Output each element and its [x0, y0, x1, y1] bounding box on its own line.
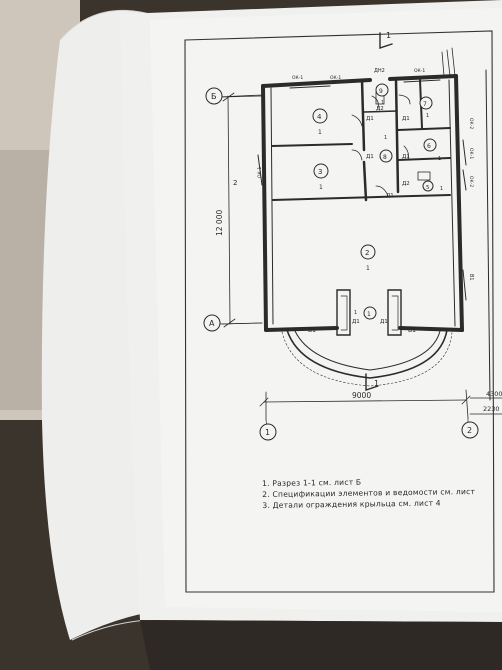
room-type: 1	[426, 113, 429, 119]
room-type: 1	[440, 186, 443, 192]
partition-1	[271, 143, 353, 147]
window-label: ДН2	[374, 68, 385, 74]
dim-vertical: 12 000	[215, 210, 224, 236]
window-label: ОК-1	[414, 68, 425, 74]
section-mark-bottom: 1	[374, 379, 379, 388]
dim-horizontal: 9000	[352, 391, 371, 400]
partition-2	[272, 194, 451, 201]
axis-bottom-label: А	[209, 319, 215, 328]
room-type: 1	[354, 310, 357, 316]
room-type: 1	[384, 135, 387, 141]
partition-3	[360, 78, 368, 202]
door-label: Д1	[352, 319, 360, 325]
door-label: Д1	[402, 154, 410, 160]
adjacent-dim	[469, 397, 502, 415]
dim-right-top: 4300	[486, 390, 502, 398]
door-label: Д1	[402, 116, 410, 122]
window-label: В1	[308, 327, 316, 334]
axis-leader	[221, 95, 469, 428]
window-label: ОК-1	[468, 148, 474, 159]
wall-right-inner	[448, 79, 456, 327]
door-swing	[398, 94, 411, 105]
room-type: 1	[366, 265, 370, 272]
door-label: Д1	[380, 319, 388, 325]
room-type: 1	[438, 156, 441, 162]
partition-5	[397, 127, 451, 131]
adjacent-frame	[485, 69, 491, 401]
room-number: 5	[426, 185, 430, 191]
room-number: 6	[427, 143, 431, 150]
dim-ticks-vertical	[217, 92, 263, 328]
room-number: 9	[379, 88, 383, 95]
axis-top-label: Б	[211, 92, 217, 101]
window-label: ОК-2	[468, 118, 474, 129]
dim-line-horizontal	[263, 399, 467, 403]
door-label: Д1	[366, 154, 374, 160]
door-swing	[351, 149, 363, 161]
room-type: 1	[319, 184, 323, 191]
room-type: 1	[381, 100, 384, 106]
room-number: 2	[365, 249, 369, 257]
room-type: 1	[318, 129, 322, 136]
window-label: ОК-2	[468, 176, 474, 187]
dim-ticks-horizontal	[259, 389, 471, 421]
section-mark-top: 1	[386, 31, 391, 40]
window-label: В1	[408, 327, 416, 334]
dim-line-vertical	[227, 95, 231, 325]
room-number: 7	[423, 101, 427, 108]
vestibule	[336, 289, 402, 336]
partition-7	[363, 110, 398, 113]
stairs	[441, 47, 456, 77]
axis-right-label: 2	[467, 426, 472, 435]
partition-6	[397, 157, 451, 161]
door-label: Д2	[402, 181, 410, 187]
partition-4	[394, 78, 400, 194]
door-label: Д2	[376, 106, 384, 112]
wall-left	[261, 84, 268, 332]
room-number: 4	[317, 113, 322, 121]
general-notes: 1. Разрез 1-1 см. лист Б 2. Спецификации…	[262, 475, 502, 511]
room-number: 1	[367, 311, 371, 318]
porch-arc	[286, 329, 448, 379]
porch-arc-inner	[294, 330, 441, 371]
wall-bottom	[264, 326, 464, 332]
wall-left-inner	[270, 87, 274, 325]
section-arrow-bottom	[365, 373, 379, 391]
dim-right-bottom: 2230	[483, 405, 500, 413]
door-swing	[403, 145, 409, 161]
section-arrow-top	[379, 32, 393, 49]
porch-dash	[281, 331, 453, 387]
door-label: Д1	[386, 193, 394, 199]
mark-2-left: 2	[233, 179, 237, 187]
axis-left-label: 1	[265, 428, 270, 437]
room-number: 3	[318, 168, 322, 176]
window-label: ОК-1	[257, 167, 263, 178]
room-number: 8	[383, 154, 387, 161]
fixture	[417, 171, 431, 181]
door-swing	[371, 95, 379, 109]
door-swing	[351, 114, 363, 127]
door-label: Д1	[366, 116, 374, 122]
window-marks	[257, 75, 467, 301]
window-label: ОК-1	[292, 75, 303, 81]
vestibule-inner	[340, 295, 399, 331]
window-label: В1	[468, 274, 474, 281]
wall-right	[454, 74, 464, 332]
window-label: ОК-1	[330, 75, 341, 81]
door-swing	[375, 185, 389, 197]
